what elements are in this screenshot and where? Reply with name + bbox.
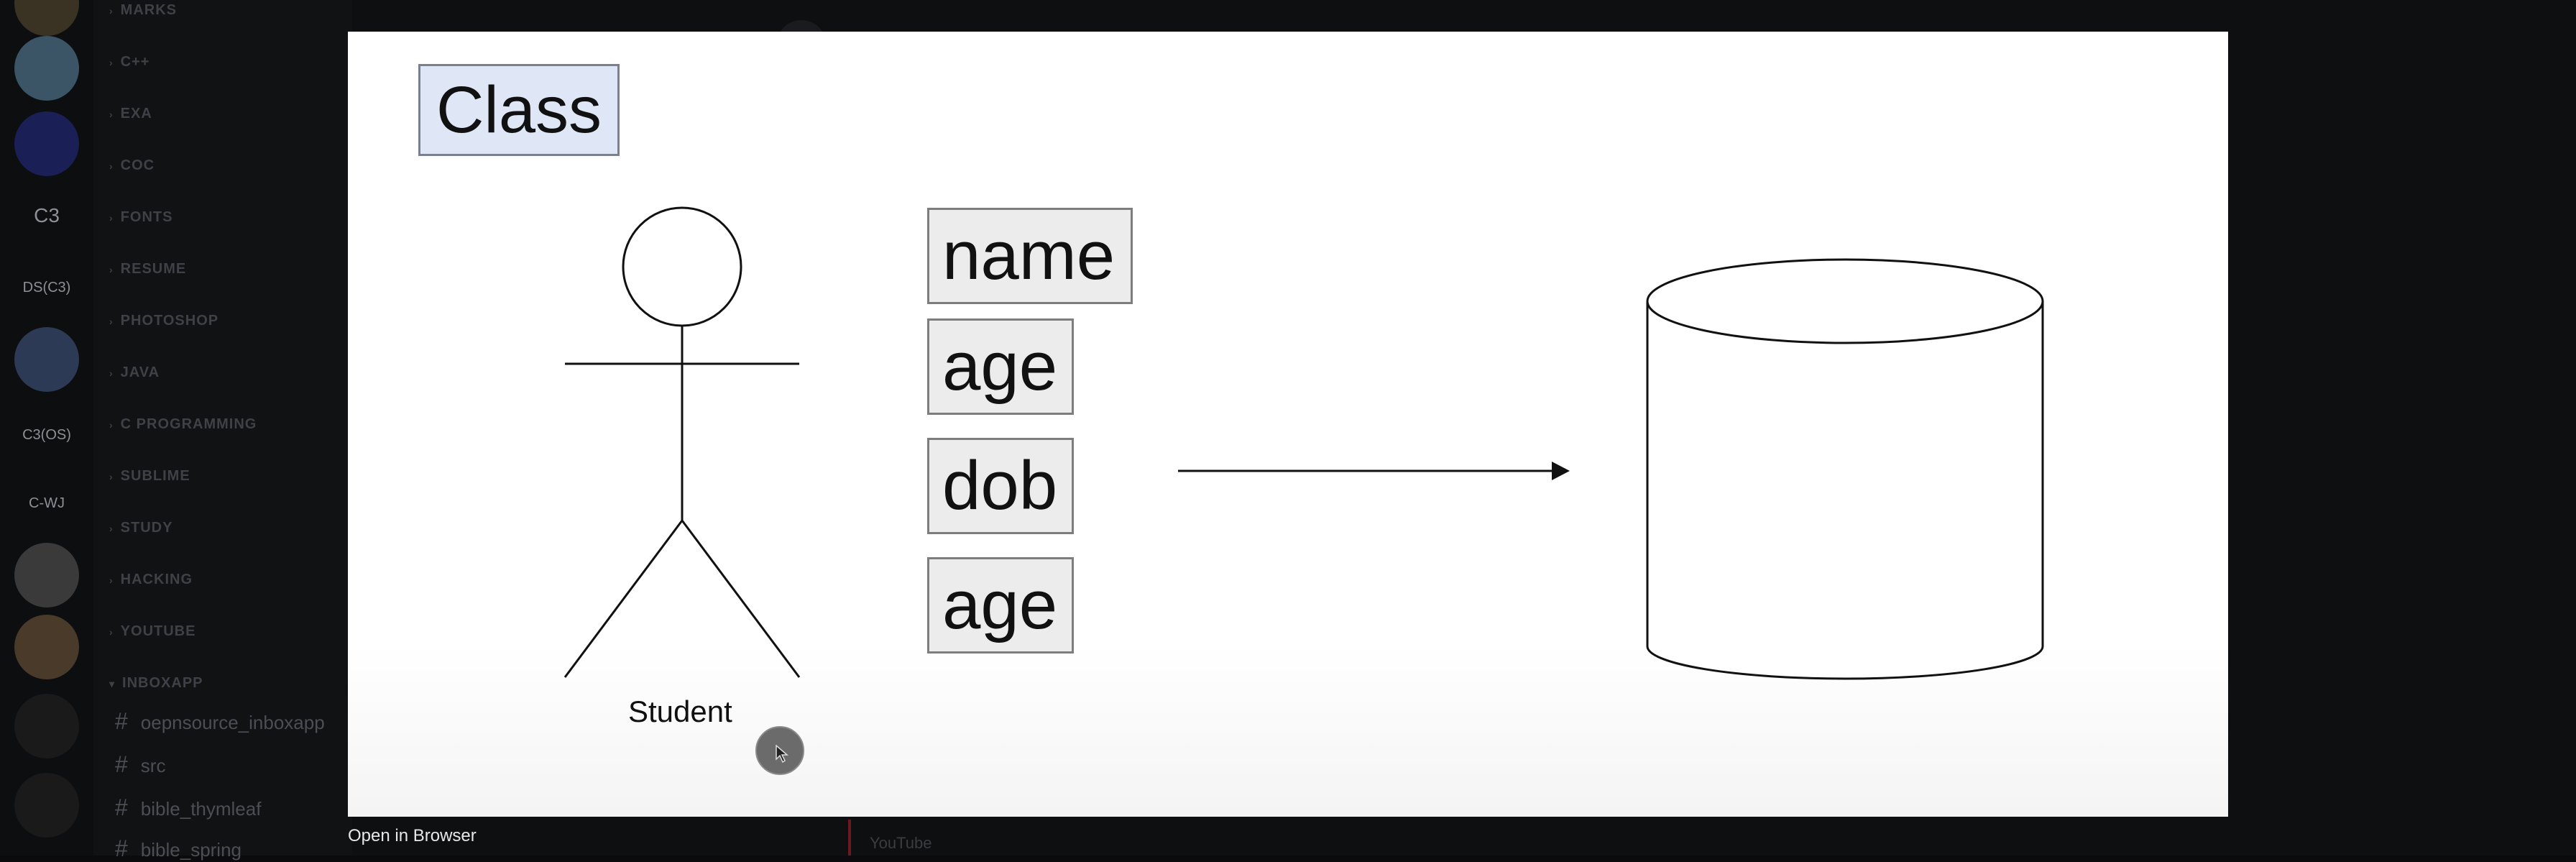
actor-right-leg xyxy=(681,520,801,678)
chevron-right-icon: › xyxy=(109,367,114,379)
field-box-dob: dob xyxy=(927,438,1074,534)
channel-item[interactable]: # bible_thymleaf xyxy=(115,794,261,821)
chevron-right-icon: › xyxy=(109,471,114,482)
open-in-browser-link[interactable]: Open in Browser xyxy=(348,826,477,845)
chevron-right-icon: › xyxy=(109,57,114,68)
channel-category[interactable]: › COC xyxy=(109,157,155,174)
embed-accent-bar xyxy=(848,820,851,856)
hash-icon: # xyxy=(115,751,128,777)
channel-category-label: JAVA xyxy=(120,364,160,380)
channel-item-label: src xyxy=(140,755,166,776)
field-box-age-2: age xyxy=(927,557,1074,654)
channel-item-label: bible_thymleaf xyxy=(140,798,262,820)
server-icon[interactable]: C3(OS) xyxy=(22,426,71,443)
channel-category[interactable]: › C PROGRAMMING xyxy=(109,416,257,433)
channel-category-label: YOUTUBE xyxy=(120,623,196,639)
server-avatar-icon[interactable] xyxy=(14,615,79,679)
channel-category-label: STUDY xyxy=(120,520,173,536)
server-avatar-icon[interactable] xyxy=(14,0,79,36)
chevron-right-icon: › xyxy=(109,626,114,638)
chevron-right-icon: › xyxy=(109,109,114,120)
database-cylinder-icon xyxy=(1646,258,2044,680)
chevron-right-icon: › xyxy=(109,316,114,327)
chevron-down-icon: ▾ xyxy=(109,678,116,689)
channel-item[interactable]: # oepnsource_inboxapp xyxy=(115,708,325,735)
actor-left-leg xyxy=(564,520,684,678)
chevron-right-icon: › xyxy=(109,264,114,275)
channel-category[interactable]: › PHOTOSHOP xyxy=(109,313,218,329)
actor-label: Student xyxy=(628,694,732,728)
channel-item-label: bible_spring xyxy=(140,839,242,861)
channel-category-label: C++ xyxy=(120,54,150,70)
channel-category[interactable]: › RESUME xyxy=(109,261,186,278)
channel-category-label: C PROGRAMMING xyxy=(120,416,257,432)
channel-item[interactable]: # bible_spring xyxy=(115,835,242,862)
actor-head xyxy=(622,206,742,327)
channel-category-label: FONTS xyxy=(120,209,173,225)
hash-icon: # xyxy=(115,708,128,734)
image-viewer: Class name age dob age Student xyxy=(348,32,2228,817)
channel-category-label: MARKS xyxy=(120,2,178,18)
server-icon[interactable]: C3 xyxy=(34,204,60,226)
chevron-right-icon: › xyxy=(109,523,114,534)
channel-category[interactable]: › JAVA xyxy=(109,364,160,381)
channel-category-label: SUBLIME xyxy=(120,468,190,484)
channel-category-label: INBOXAPP xyxy=(122,675,203,691)
channel-category-label: EXA xyxy=(120,106,152,121)
arrow-icon xyxy=(1178,462,1570,480)
folder-icon[interactable] xyxy=(14,111,79,176)
channel-category[interactable]: › HACKING xyxy=(109,572,193,588)
channel-category[interactable]: › C++ xyxy=(109,54,150,70)
chevron-right-icon: › xyxy=(109,574,114,586)
channel-category[interactable]: › STUDY xyxy=(109,520,172,536)
chevron-right-icon: › xyxy=(109,212,114,224)
chevron-right-icon: › xyxy=(109,5,114,17)
mouse-pointer-icon xyxy=(776,745,789,764)
chevron-right-icon: › xyxy=(109,419,114,431)
server-avatar-icon[interactable] xyxy=(14,327,79,392)
channel-category[interactable]: ▾ INBOXAPP xyxy=(109,675,203,692)
embed-provider: YouTube xyxy=(870,834,932,852)
channel-category[interactable]: › YOUTUBE xyxy=(109,623,196,640)
channel-category-label: HACKING xyxy=(120,572,193,587)
cursor-indicator xyxy=(755,726,804,775)
student-actor-icon xyxy=(564,206,801,678)
channel-category-label: COC xyxy=(120,157,155,173)
channel-category[interactable]: › EXA xyxy=(109,106,152,122)
channel-category[interactable]: › FONTS xyxy=(109,209,172,226)
server-avatar-icon[interactable] xyxy=(14,36,79,101)
diagram-shapes xyxy=(564,206,2044,680)
server-avatar-icon[interactable] xyxy=(14,543,79,607)
server-avatar-icon[interactable] xyxy=(14,694,79,758)
hash-icon: # xyxy=(115,835,128,861)
channel-item[interactable]: # src xyxy=(115,751,165,778)
channel-item-label: oepnsource_inboxapp xyxy=(140,712,325,733)
channel-category-label: PHOTOSHOP xyxy=(120,313,219,329)
server-icon[interactable]: DS(C3) xyxy=(22,279,71,295)
server-avatar-icon[interactable] xyxy=(14,773,79,838)
chevron-right-icon: › xyxy=(109,160,114,172)
channel-sidebar: + ›MARKS›C++›EXA›COC›FONTS›RESUME›PHOTOS… xyxy=(93,0,481,861)
channel-category-label: RESUME xyxy=(120,261,187,277)
hash-icon: # xyxy=(115,794,128,820)
field-box-name: name xyxy=(927,208,1133,304)
server-icon[interactable]: C-WJ xyxy=(29,495,65,511)
channel-category[interactable]: › SUBLIME xyxy=(109,468,190,485)
field-box-age: age xyxy=(927,318,1074,415)
channel-category[interactable]: › MARKS xyxy=(109,2,177,19)
class-box: Class xyxy=(418,64,620,156)
